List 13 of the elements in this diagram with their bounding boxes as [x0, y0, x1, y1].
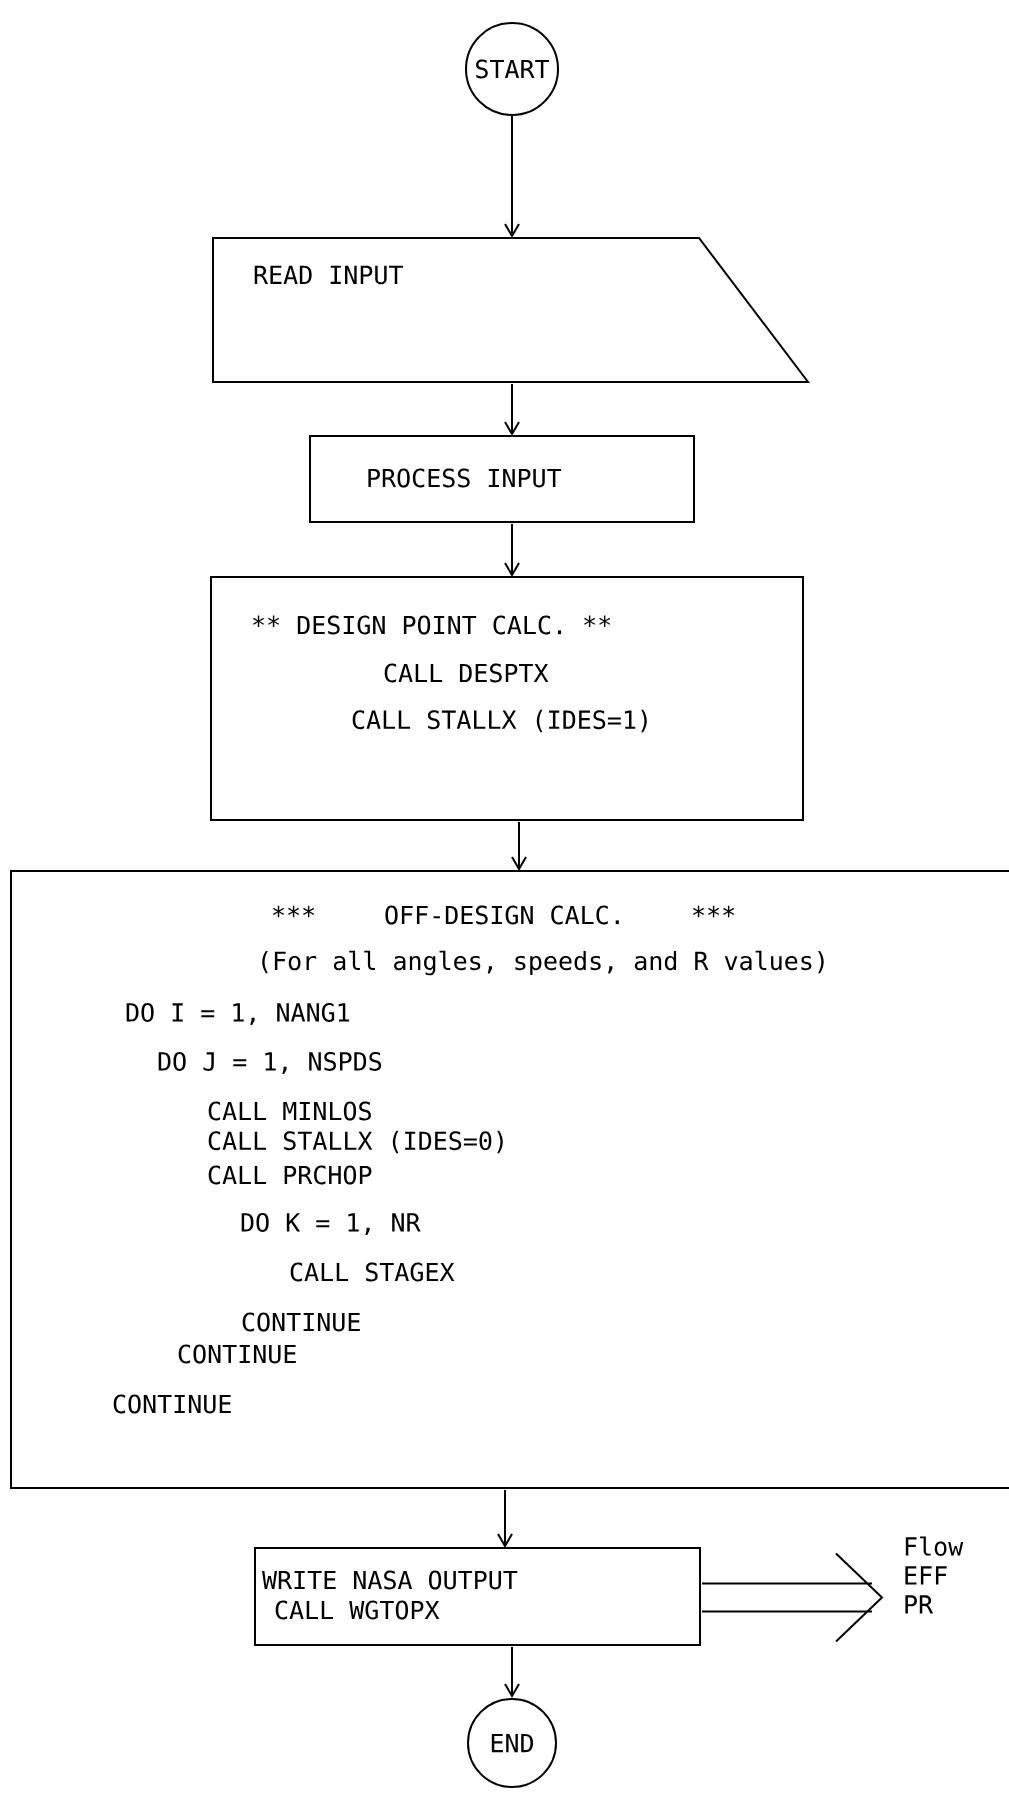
arrow: [504, 523, 520, 577]
input-parallelogram: READ INPUT: [212, 237, 811, 383]
output-text: Flow EFF PR: [905, 1536, 964, 1614]
arrow: [511, 821, 527, 871]
arrow: [497, 1489, 513, 1549]
process-box: ** DESIGN POINT CALC. ** CALL DESPTX CALL STALLX (IDES=1): [210, 576, 804, 821]
process-box: PROCESS INPUT: [309, 435, 695, 523]
arrow: [504, 1646, 520, 1699]
process-box: *** OFF-DESIGN CALC. *** (For all angles, speeds, and R values) DO I = 1, NANG1 DO J = 1, NSPDS CALL MINLOS CALL STALLX (IDES=0) CALL PRCHOP DO K = 1, NR CALL STAGEX CONTINUE CONTINUE CONTINUE: [10, 870, 1009, 1489]
arrow: [504, 115, 520, 238]
double-arrow: [701, 1552, 884, 1643]
arrow: [504, 383, 520, 436]
process-box: WRITE NASA OUTPUT CALL WGTOPX: [254, 1547, 701, 1646]
